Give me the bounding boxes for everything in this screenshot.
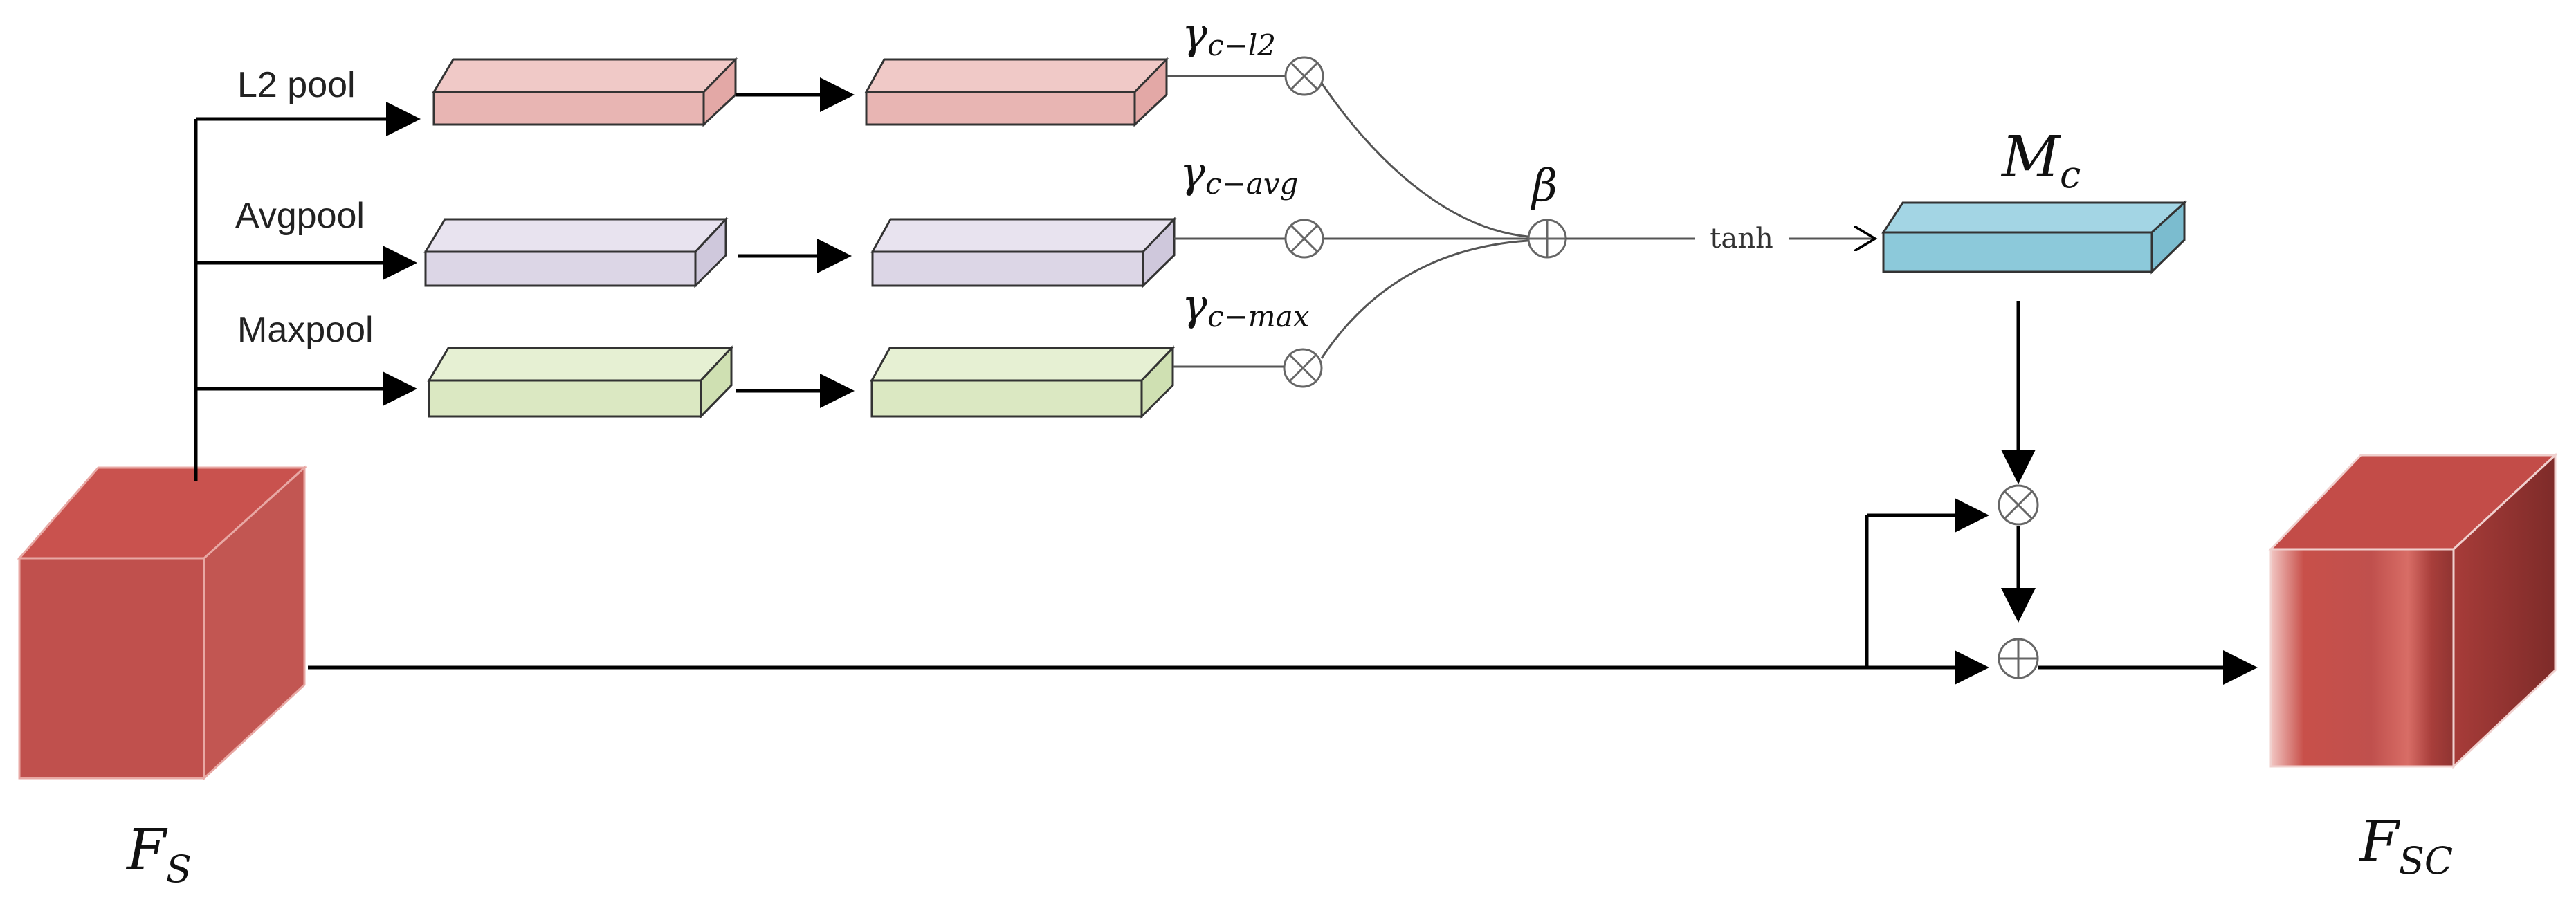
skip-connections xyxy=(308,498,2258,685)
maxpool-label: Maxpool xyxy=(237,310,374,350)
fs-feature-cube xyxy=(17,465,307,781)
fsc-label: FSC xyxy=(2358,809,2453,883)
maxpool-block-1 xyxy=(427,345,734,419)
beta-label: β xyxy=(1531,160,1558,212)
l2pool-block-1 xyxy=(432,57,738,127)
fsc-feature-cube xyxy=(2268,452,2558,769)
avgpool-block-2 xyxy=(870,217,1177,288)
multiply-op-l2 xyxy=(1284,56,1324,96)
final-add-op xyxy=(1998,638,2039,679)
avgpool-block-1 xyxy=(423,217,729,288)
branch-connectors xyxy=(194,102,421,481)
fs-label: FS xyxy=(125,818,192,891)
maxpool-block-2 xyxy=(870,345,1176,419)
l2pool-label: L2 pool xyxy=(237,65,356,105)
gamma-max-label: γc−max xyxy=(1182,279,1310,333)
multiply-op-max xyxy=(1283,348,1323,388)
avgpool-label: Avgpool xyxy=(235,196,365,236)
l2pool-block-2 xyxy=(864,57,1169,127)
mc-label: Mc xyxy=(2000,125,2081,196)
tanh-label: tanh xyxy=(1710,223,1773,255)
mc-block xyxy=(1881,200,2187,275)
multiply-op-avg xyxy=(1284,219,1324,259)
beta-add-op xyxy=(1527,219,1567,259)
final-multiply-op xyxy=(1998,484,2039,526)
gamma-avg-label: γc−avg xyxy=(1180,147,1298,201)
gamma-l2-label: γc−l2 xyxy=(1182,8,1276,62)
weight-connectors xyxy=(1167,75,1528,368)
